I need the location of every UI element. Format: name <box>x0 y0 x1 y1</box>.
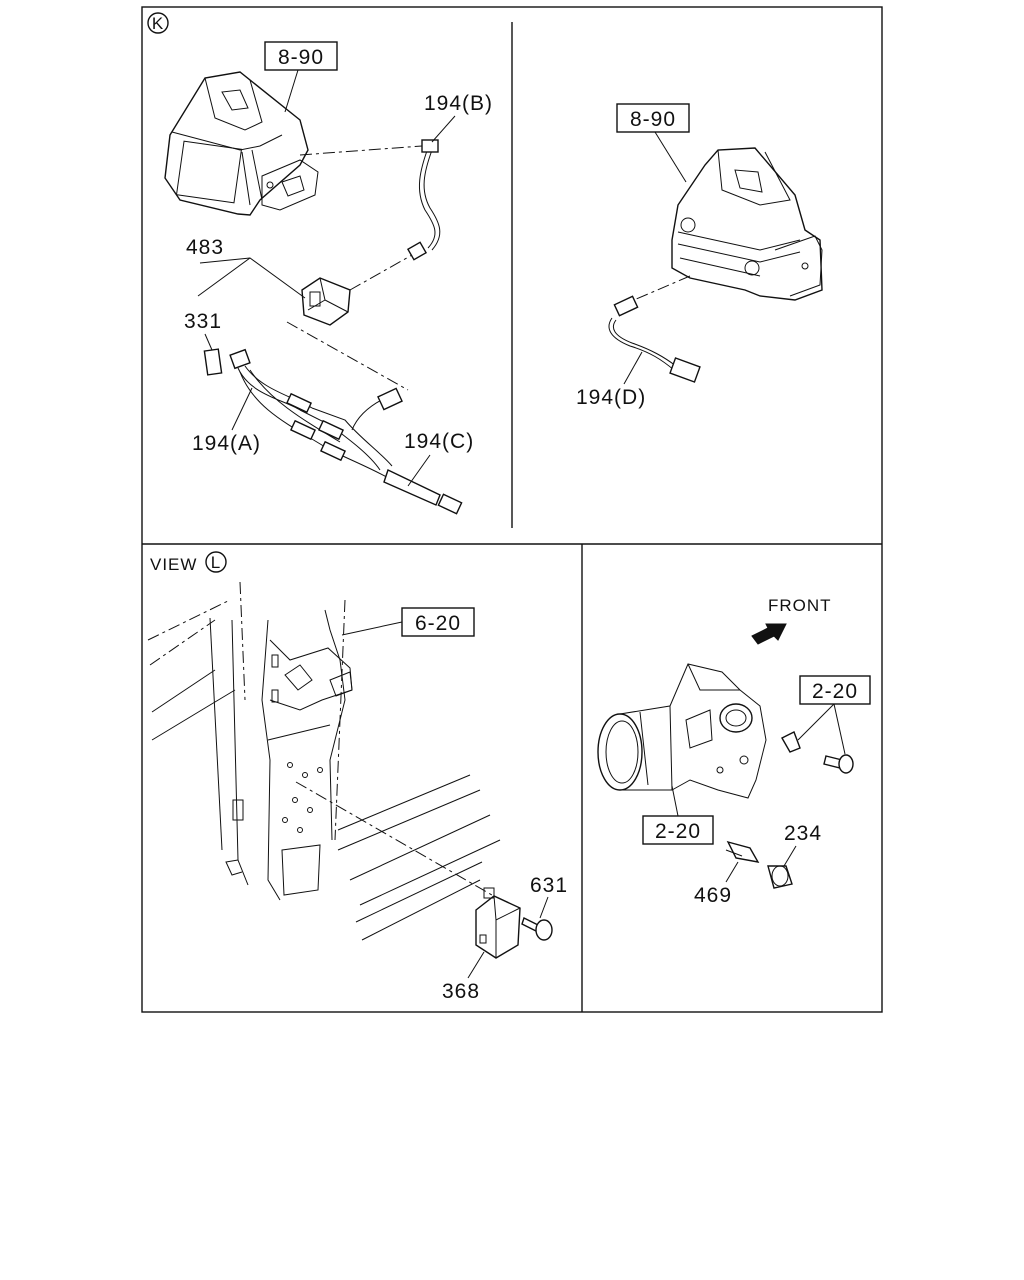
callout-194c: 194(C) <box>404 430 474 487</box>
diagram-frame <box>141 6 883 1013</box>
svg-text:194(A): 194(A) <box>192 432 261 455</box>
callout-234: 234 <box>783 822 822 867</box>
svg-text:K: K <box>152 14 164 33</box>
svg-text:469: 469 <box>694 884 732 907</box>
harness-194a-c-drawing <box>229 348 463 515</box>
callout-890-a: 8-90 <box>264 41 338 113</box>
callout-331: 331 <box>184 310 222 351</box>
svg-text:331: 331 <box>184 310 222 333</box>
callout-194d: 194(D) <box>576 351 646 409</box>
module-368-drawing <box>475 887 521 959</box>
svg-text:FRONT: FRONT <box>768 596 832 615</box>
callout-220-b: 2-20 <box>642 785 714 845</box>
bolt-220-drawing <box>823 754 854 774</box>
svg-text:2-20: 2-20 <box>655 820 701 843</box>
panel-bottom-right: FRONT 2-20 2-20 <box>597 596 871 907</box>
aux-unit-483-drawing <box>286 254 413 391</box>
transfer-housing-drawing <box>597 663 801 799</box>
svg-text:6-20: 6-20 <box>415 612 461 635</box>
vehicle-body-drawing <box>147 581 501 941</box>
callout-890-b: 8-90 <box>616 103 690 183</box>
panel-k: K 8-90 194(B) <box>147 12 493 515</box>
front-indicator: FRONT <box>751 596 832 645</box>
sensor-469-drawing <box>725 840 760 863</box>
switch-234-drawing <box>767 865 793 889</box>
svg-text:2-20: 2-20 <box>812 680 858 703</box>
callout-194b: 194(B) <box>424 92 493 143</box>
view-label-l: VIEW L <box>150 551 227 574</box>
callout-194a: 194(A) <box>192 387 261 455</box>
svg-text:L: L <box>211 553 221 572</box>
svg-text:483: 483 <box>186 236 224 259</box>
callout-368: 368 <box>442 951 485 1003</box>
callout-220-a: 2-20 <box>797 675 871 755</box>
callout-469: 469 <box>694 861 739 907</box>
svg-text:234: 234 <box>784 822 822 845</box>
callout-483: 483 <box>186 236 306 299</box>
callout-631: 631 <box>530 874 568 919</box>
svg-text:8-90: 8-90 <box>630 108 676 131</box>
svg-text:194(D): 194(D) <box>576 386 646 409</box>
svg-text:8-90: 8-90 <box>278 46 324 69</box>
svg-text:368: 368 <box>442 980 480 1003</box>
view-marker-k: K <box>147 12 169 34</box>
instrument-panel-drawing <box>164 71 319 216</box>
svg-text:631: 631 <box>530 874 568 897</box>
clip-331-drawing <box>203 348 223 376</box>
svg-text:VIEW: VIEW <box>150 555 197 574</box>
instrument-panel-2-drawing <box>671 147 823 301</box>
harness-194d-drawing <box>608 275 701 383</box>
svg-text:194(B): 194(B) <box>424 92 493 115</box>
callout-620: 6-20 <box>341 607 475 637</box>
panel-top-right: 8-90 194(D) <box>576 103 823 409</box>
panel-l: VIEW L <box>147 551 568 1003</box>
harness-194b-drawing <box>299 139 441 261</box>
front-arrow-icon <box>751 623 787 645</box>
bolt-631-drawing <box>521 917 553 941</box>
svg-text:194(C): 194(C) <box>404 430 474 453</box>
